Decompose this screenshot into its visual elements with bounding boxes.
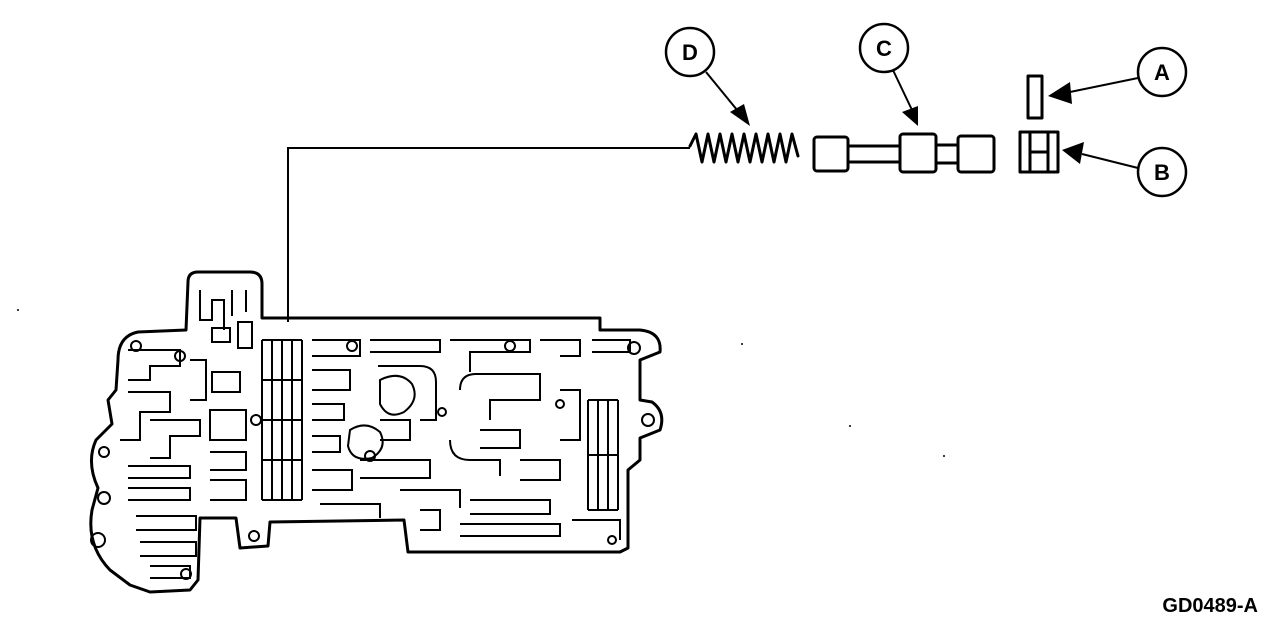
callout-c: C <box>858 22 910 74</box>
leader-line <box>287 147 690 322</box>
callout-d: D <box>664 26 716 78</box>
valve-spool <box>812 132 996 174</box>
figure-id: GD0489-A <box>1162 595 1258 617</box>
scan-specks <box>17 309 945 457</box>
leader-arrows <box>705 67 1139 169</box>
bore-plug <box>1018 130 1060 174</box>
callout-b-label: B <box>1154 160 1170 185</box>
retainer-plate <box>1026 74 1044 120</box>
callout-c-label: C <box>876 36 892 61</box>
callout-a: A <box>1136 46 1188 98</box>
callout-a-label: A <box>1154 60 1170 85</box>
spring <box>688 132 800 164</box>
callout-d-label: D <box>682 40 698 65</box>
valve-body <box>89 270 664 594</box>
callout-b: B <box>1136 146 1188 198</box>
